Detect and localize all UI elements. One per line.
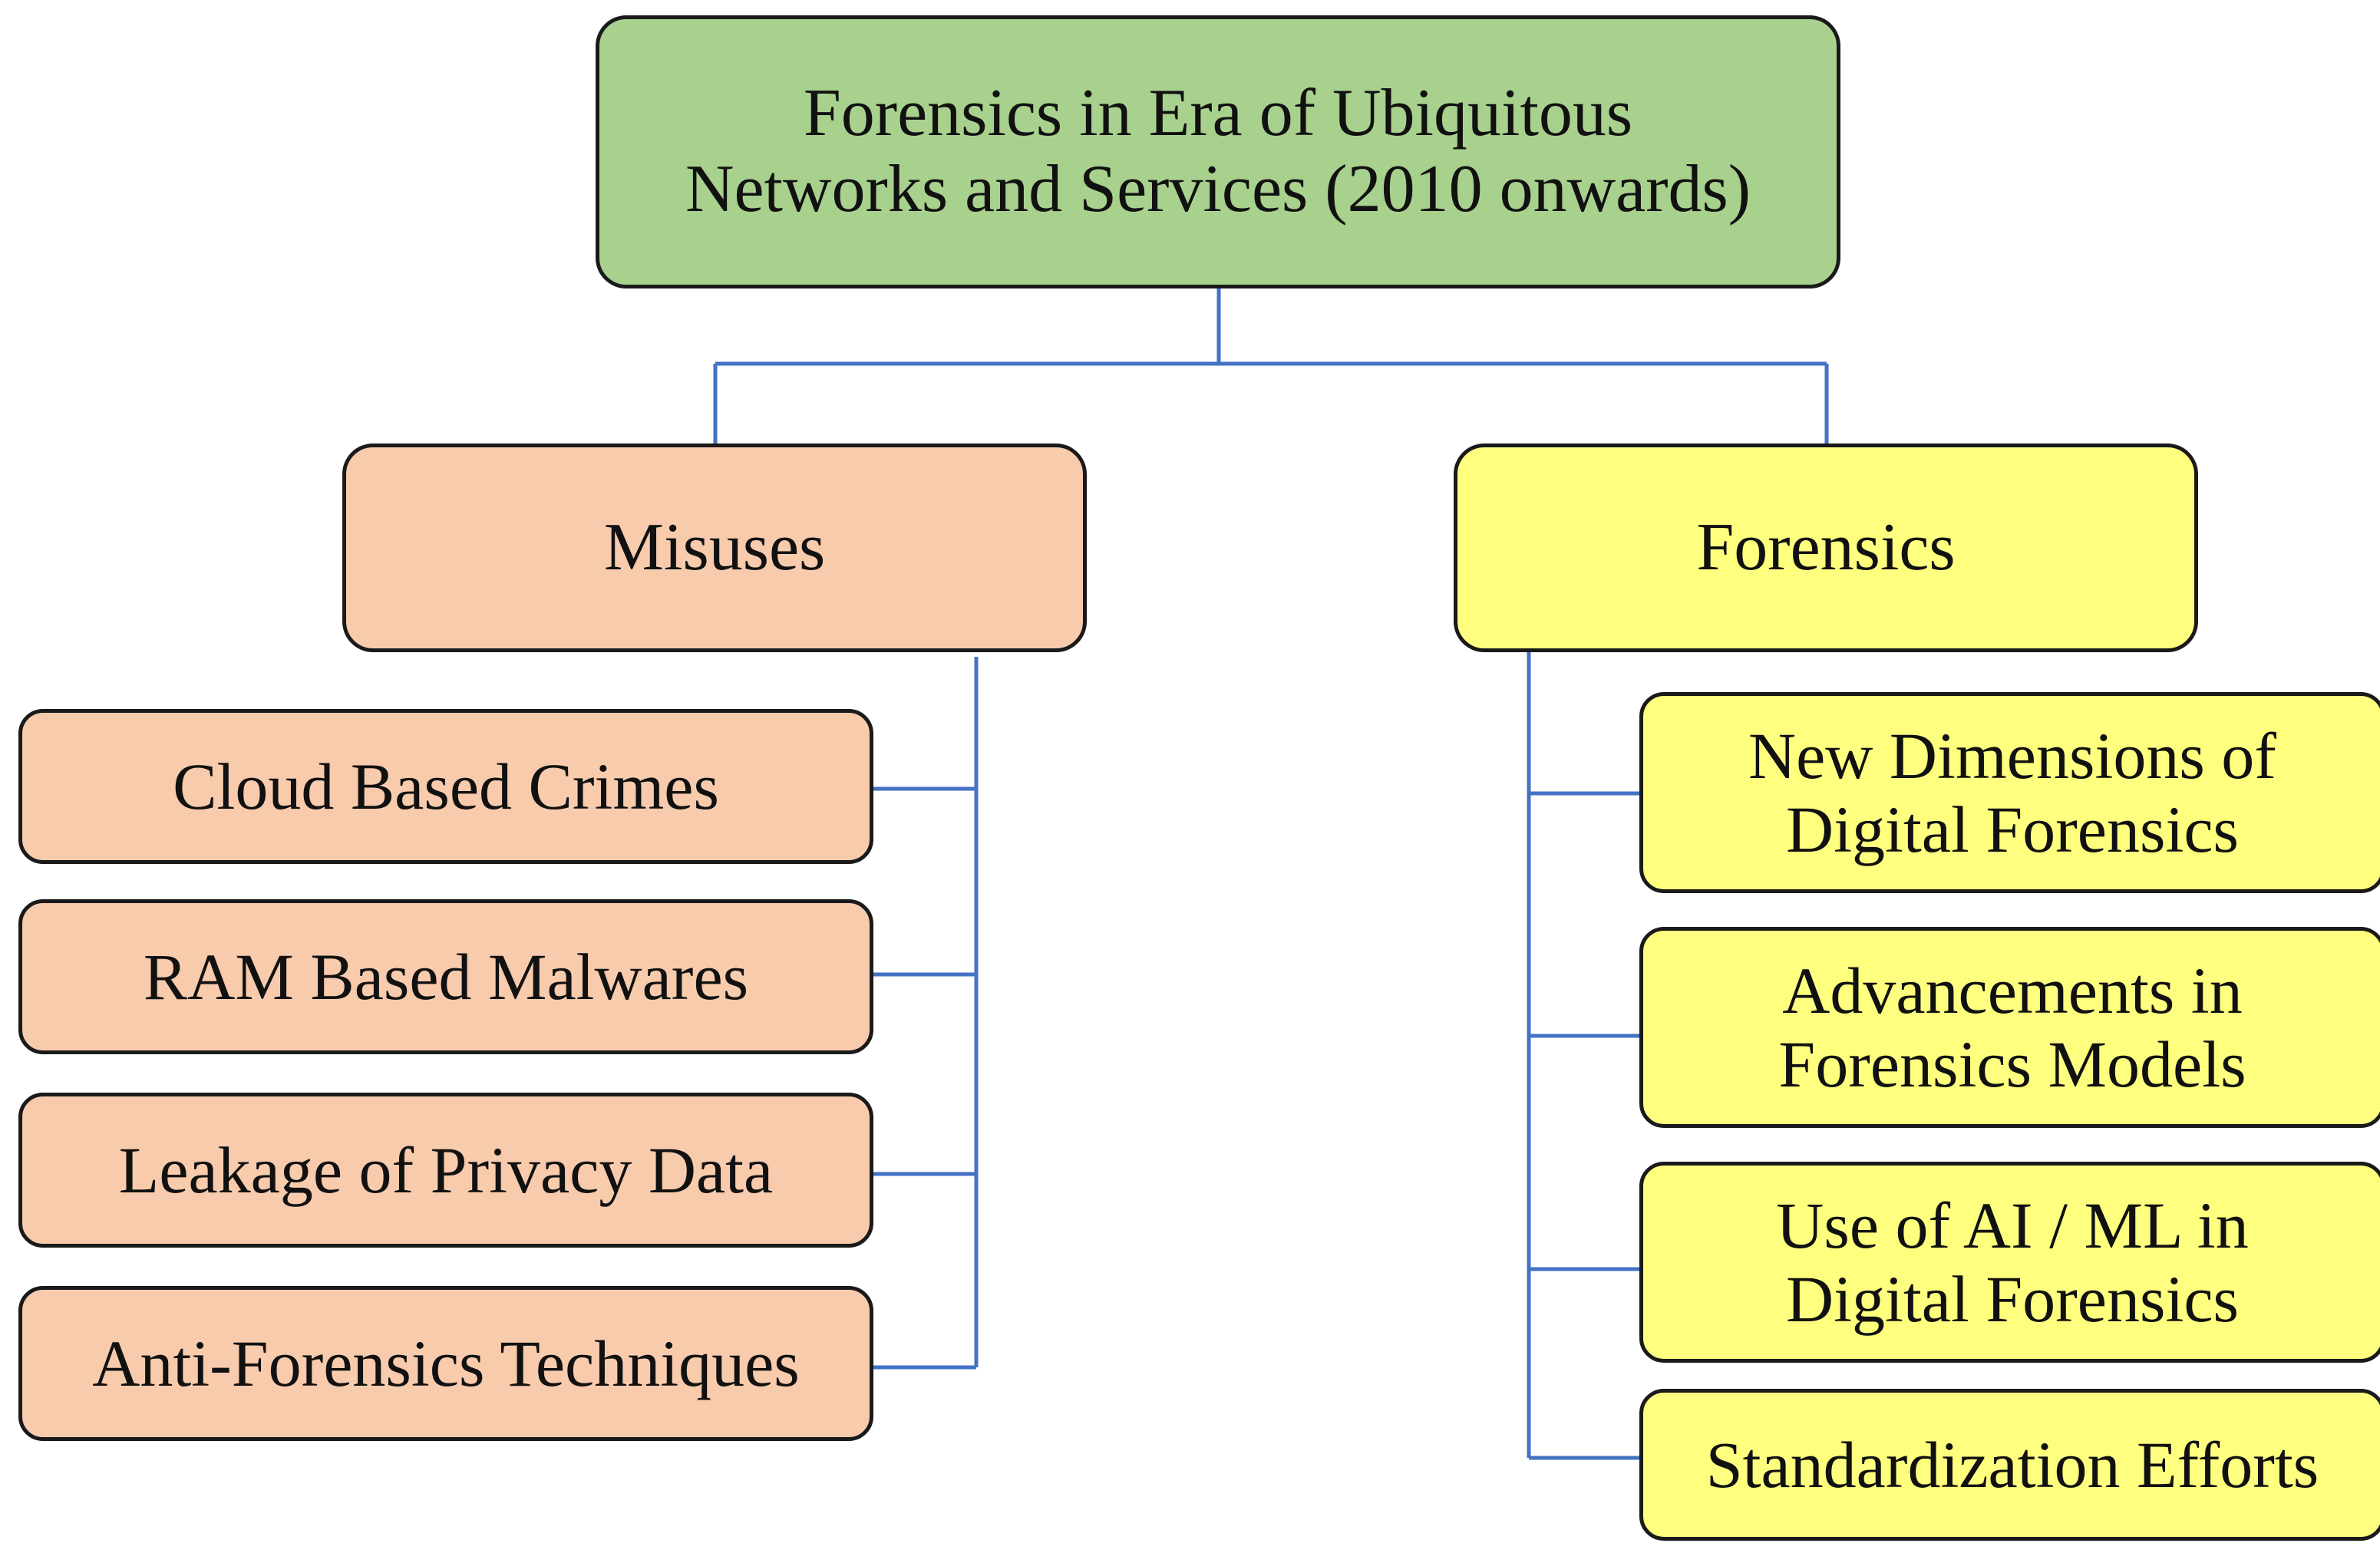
forensics-item-line-1: New Dimensions of: [1748, 718, 2276, 793]
forensics-item-line-2: Forensics Models: [1778, 1027, 2246, 1101]
misuse-item-label: RAM Based Malwares: [143, 939, 749, 1014]
misuse-item-cloud-based-crimes: Cloud Based Crimes: [18, 709, 873, 864]
forensics-item-line-1: Advancements in: [1782, 953, 2243, 1027]
forensics-item-line-2: Digital Forensics: [1785, 793, 2239, 866]
forensics-node: Forensics: [1454, 443, 2198, 652]
misuse-item-label: Cloud Based Crimes: [173, 749, 719, 823]
misuse-item-label: Anti-Forensics Techniques: [92, 1326, 800, 1400]
forensics-item-text: Use of AI / ML in Digital Forensics: [1776, 1189, 2248, 1337]
forensics-item-text: Standardization Efforts: [1706, 1428, 2319, 1502]
forensics-item-advancements-in-models: Advancements in Forensics Models: [1639, 927, 2380, 1128]
misuses-label: Misuses: [603, 509, 826, 585]
forensics-item-ai-ml: Use of AI / ML in Digital Forensics: [1639, 1162, 2380, 1363]
misuses-node: Misuses: [342, 443, 1087, 652]
misuse-item-leakage-of-privacy-data: Leakage of Privacy Data: [18, 1093, 873, 1248]
forensics-item-line-1: Use of AI / ML in: [1776, 1188, 2249, 1262]
forensics-label: Forensics: [1696, 509, 1956, 585]
forensics-item-text: New Dimensions of Digital Forensics: [1748, 719, 2276, 867]
forensics-item-line-1: Standardization Efforts: [1705, 1427, 2319, 1502]
misuse-item-label: Leakage of Privacy Data: [118, 1133, 774, 1207]
forensics-item-text: Advancements in Forensics Models: [1778, 954, 2246, 1102]
root-label: Forensics in Era of Ubiquitous Networks …: [685, 76, 1751, 227]
forensics-item-line-2: Digital Forensics: [1785, 1262, 2239, 1336]
misuse-item-ram-based-malwares: RAM Based Malwares: [18, 899, 873, 1054]
root-node: Forensics in Era of Ubiquitous Networks …: [596, 15, 1840, 289]
root-label-line-2: Networks and Services (2010 onwards): [685, 152, 1751, 226]
misuse-item-anti-forensics-techniques: Anti-Forensics Techniques: [18, 1286, 873, 1441]
forensics-item-new-dimensions: New Dimensions of Digital Forensics: [1639, 692, 2380, 893]
connector-root-to-categories: [713, 289, 1829, 443]
root-label-line-1: Forensics in Era of Ubiquitous: [803, 76, 1633, 151]
forensics-item-standardization-efforts: Standardization Efforts: [1639, 1389, 2380, 1541]
